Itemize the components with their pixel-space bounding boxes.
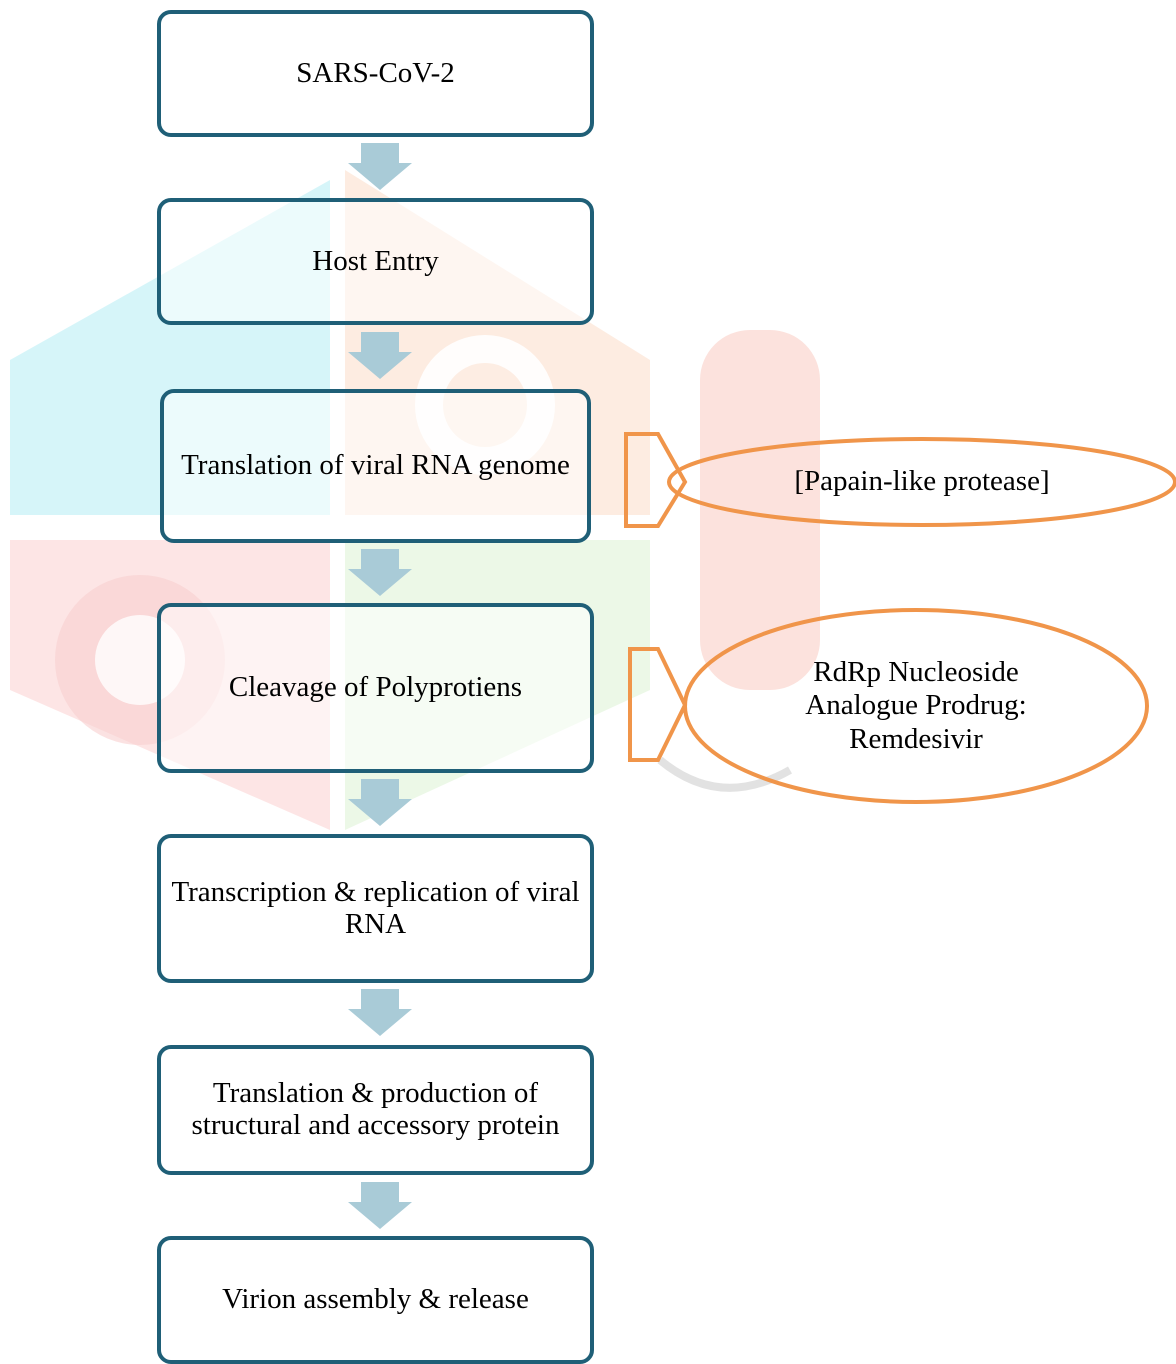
flow-step-translation-rna-genome: Translation of viral RNA genome [160,389,591,543]
chevron-right-icon [624,432,688,528]
flow-step-sars-cov-2: SARS-CoV-2 [157,10,594,137]
flow-step-virion-assembly-release: Virion assembly & release [157,1236,594,1364]
down-arrow [348,549,412,596]
flow-step-cleavage-polyproteins: Cleavage of Polyprotiens [157,603,594,773]
down-arrow [348,332,412,379]
down-arrow [348,779,412,826]
inhibitor-label-papain-protease: [Papain-like protease] [794,465,1050,498]
flow-step-transcription-replication: Transcription & replication of viral RNA [157,834,594,983]
down-arrow [348,989,412,1036]
inhibitor-oval-papain [667,437,1176,527]
flow-step-structural-protein-production: Translation & production of structural a… [157,1045,594,1175]
down-arrow [348,1182,412,1229]
down-arrow [348,143,412,190]
chevron-right-icon [628,647,688,762]
inhibitor-label-remdesivir: RdRp Nucleoside Analogue Prodrug: Remdes… [805,655,1027,755]
flow-step-host-entry: Host Entry [157,198,594,325]
inhibitor-oval-rdrp [683,608,1149,804]
